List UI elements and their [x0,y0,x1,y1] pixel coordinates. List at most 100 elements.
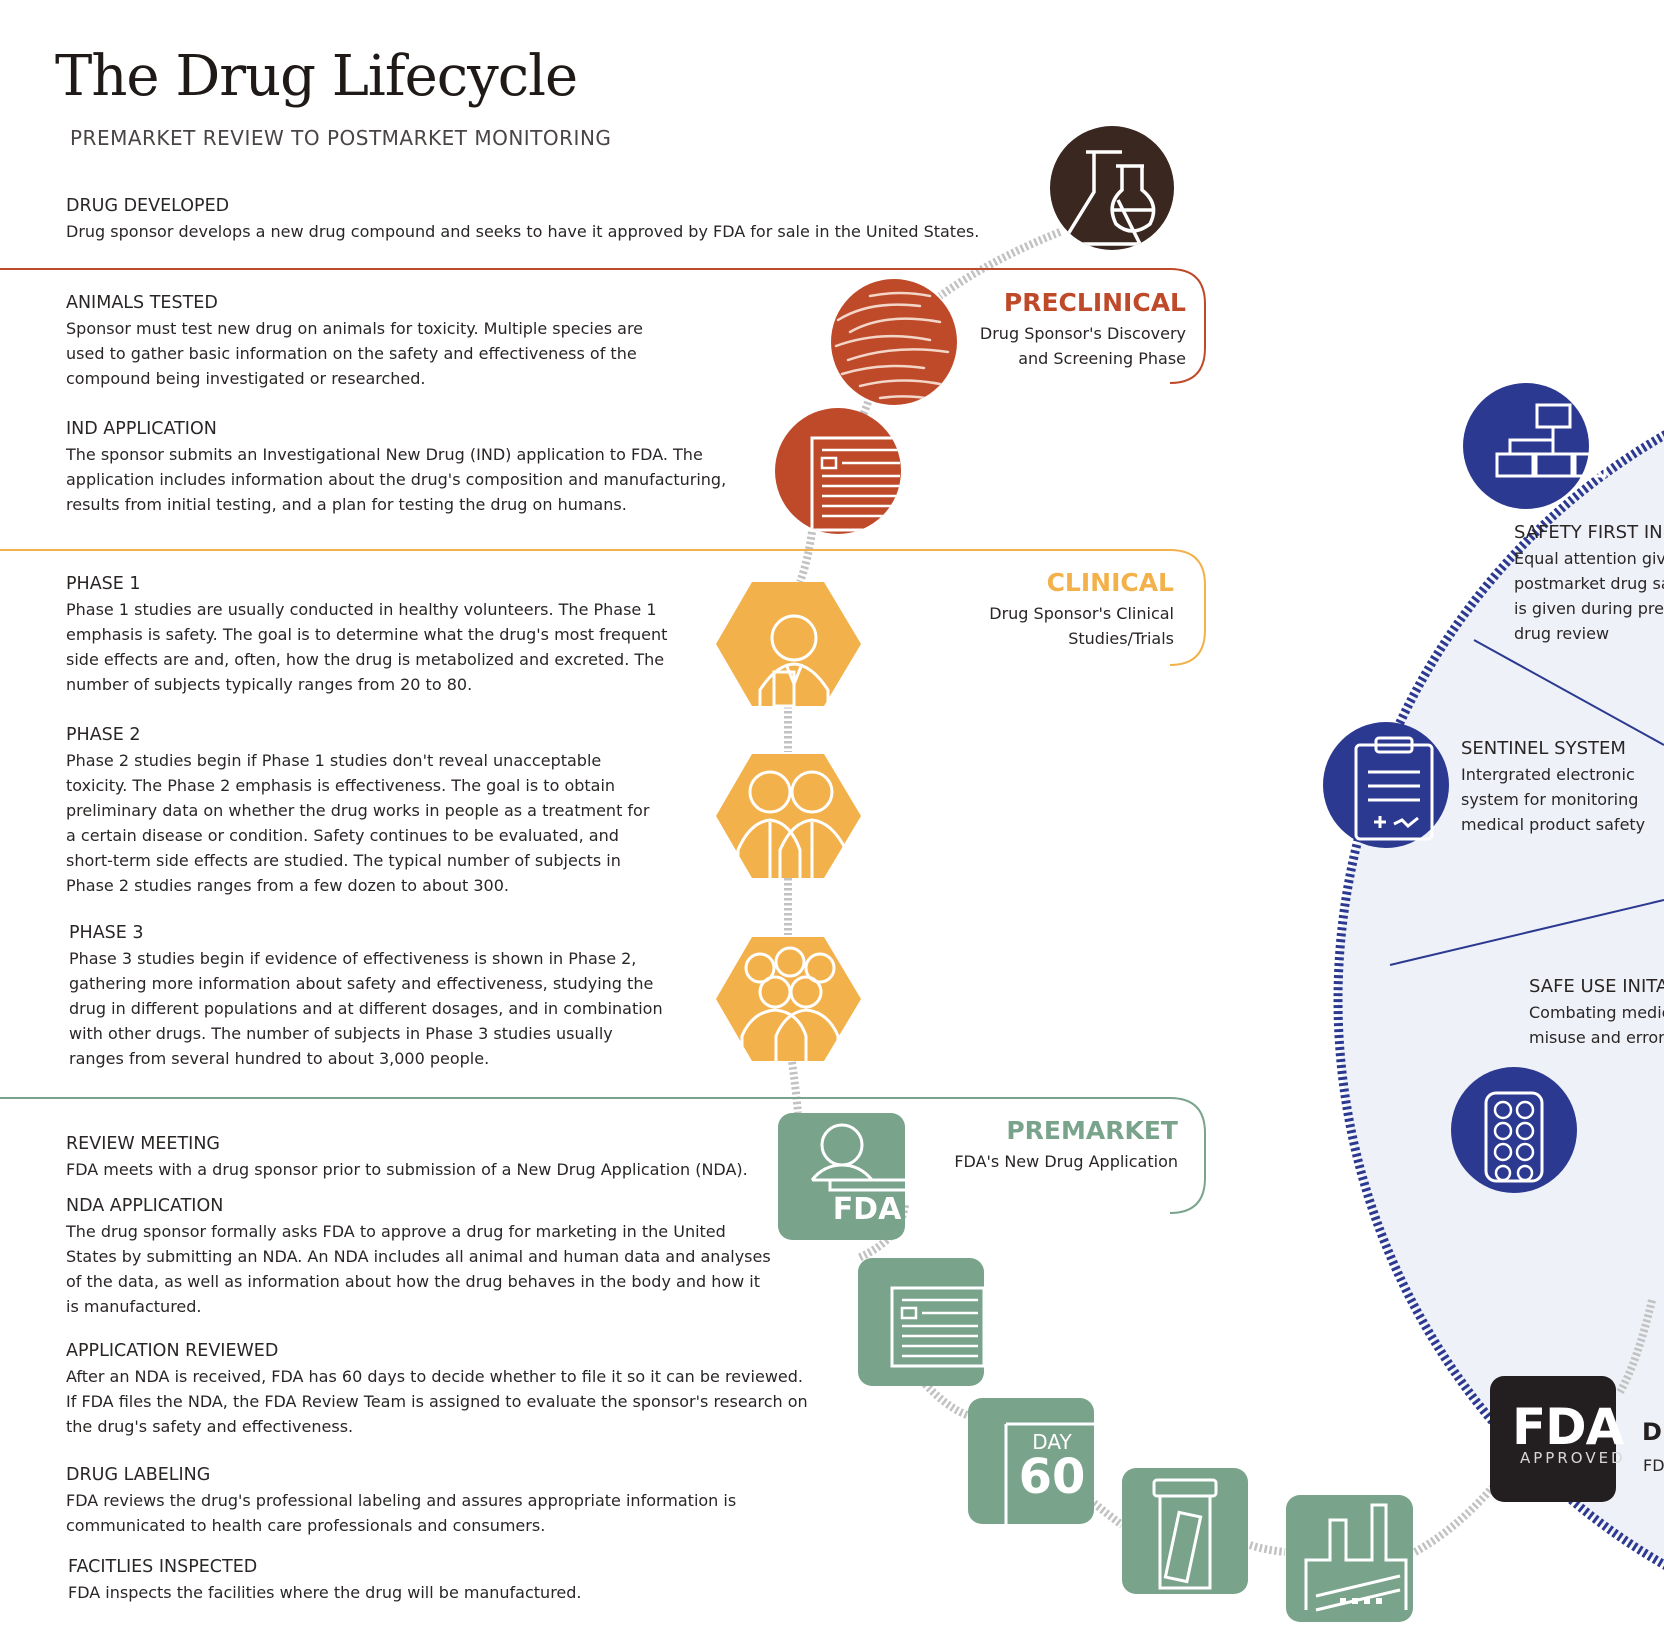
step-text-line: compound being investigated or researche… [66,369,426,388]
fda-approved-logo-text: FDA [1512,1398,1624,1456]
step-text-line: drug in different populations and at dif… [69,999,663,1018]
step-text-line: The drug sponsor formally asks FDA to ap… [66,1222,726,1241]
step-text-line: is manufactured. [66,1297,202,1316]
step-heading: ANIMALS TESTED [66,293,218,313]
fda-podium-label: FDA [832,1192,902,1227]
wheel-text-line: system for monitoring [1461,790,1639,809]
preclinical-title: PRECLINICAL [1003,288,1186,317]
step-ind-application: IND APPLICATION The sponsor submits an I… [66,419,726,517]
step-text-line: After an NDA is received, FDA has 60 day… [66,1367,803,1386]
wheel-text-line: medical product safety [1461,815,1646,834]
wheel-safe-use: SAFE USE INITA Combating medic misuse an… [1529,976,1664,1050]
step-heading: PHASE 2 [66,725,141,745]
step-heading: PHASE 1 [66,574,141,594]
step-review-meeting: REVIEW MEETING FDA meets with a drug spo… [66,1134,748,1182]
clinical-line2: Studies/Trials [1068,629,1174,648]
org-chart-icon [1463,383,1607,509]
step-heading: APPLICATION REVIEWED [66,1341,279,1361]
step-phase-2: PHASE 2 Phase 2 studies begin if Phase 1… [66,725,649,898]
fda-approved-badge [1490,1376,1616,1502]
step-text-line: toxicity. The Phase 2 emphasis is effect… [66,776,616,795]
step-text-line: States by submitting an NDA. An NDA incl… [66,1247,771,1266]
clinical-phase-label: CLINICAL Drug Sponsor's Clinical Studies… [989,568,1174,651]
preclinical-line1: Drug Sponsor's Discovery [979,324,1186,343]
wheel-text-line: Combating medic [1529,1003,1664,1022]
step-text-line: FDA reviews the drug's professional labe… [66,1491,737,1510]
step-heading: DRUG LABELING [66,1465,211,1485]
step-text-line: The sponsor submits an Investigational N… [66,445,703,464]
fda-approved-caption: APPROVED [1520,1449,1626,1467]
wheel-heading: SAFE USE INITA [1529,976,1664,997]
clinical-bracket [0,549,1206,666]
day-60-calendar-icon [968,1398,1094,1524]
clinical-line1: Drug Sponsor's Clinical [989,604,1174,623]
step-drug-labeling: DRUG LABELING FDA reviews the drug's pro… [66,1465,736,1538]
step-text-line: FDA meets with a drug sponsor prior to s… [66,1160,748,1179]
step-text-line: emphasis is safety. The goal is to deter… [66,625,668,644]
step-animals-tested: ANIMALS TESTED Sponsor must test new dru… [66,293,643,391]
step-text-line: Phase 1 studies are usually conducted in… [66,600,657,619]
drug-labeling-bottle-icon [1122,1468,1248,1594]
step-facilities-inspected: FACITLIES INSPECTED FDA inspects the fac… [68,1557,582,1605]
wheel-text-line: is given during pre [1514,599,1664,618]
preclinical-bracket [0,268,1206,384]
step-text-line: of the data, as well as information abou… [66,1272,761,1291]
premarket-bracket [0,1097,1206,1214]
step-text-line: results from initial testing, and a plan… [66,495,627,514]
step-application-reviewed: APPLICATION REVIEWED After an NDA is rec… [66,1341,808,1439]
step-text-line: with other drugs. The number of subjects… [69,1024,613,1043]
premarket-phase-label: PREMARKET FDA's New Drug Application [954,1116,1178,1174]
calendar-day-number: 60 [1018,1449,1086,1505]
step-text-line: gathering more information about safety … [69,974,654,993]
flask-icon [1050,126,1174,250]
calendar-day-label: DAY [1032,1430,1072,1454]
wheel-safety-first: SAFETY FIRST IN Equal attention giv post… [1514,522,1664,646]
phase2-people-icon [716,754,861,878]
step-text-line: Phase 3 studies begin if evidence of eff… [69,949,637,968]
phase3-crowd-icon [716,937,861,1061]
step-phase-3: PHASE 3 Phase 3 studies begin if evidenc… [69,923,663,1071]
step-text-line: preliminary data on whether the drug wor… [66,801,650,820]
step-heading: IND APPLICATION [66,419,217,439]
step-text-line: Phase 2 studies begin if Phase 1 studies… [66,751,602,770]
review-meeting-podium-icon [778,1113,905,1240]
pill-blister-icon [1451,1067,1577,1193]
phase1-person-icon [716,582,861,708]
wheel-heading: SENTINEL SYSTEM [1461,738,1626,759]
drug-approved-heading-fragment: DI [1642,1418,1664,1446]
step-heading: PHASE 3 [69,923,144,943]
step-drug-developed: DRUG DEVELOPED Drug sponsor develops a n… [66,196,979,244]
wheel-text-line: drug review [1514,624,1610,643]
wheel-text-line: postmarket drug sa [1514,574,1664,593]
page-title: The Drug Lifecycle [55,44,578,109]
step-text-line: Drug sponsor develops a new drug compoun… [66,222,980,241]
wheel-sentinel-system: SENTINEL SYSTEM Intergrated electronic s… [1461,738,1645,837]
step-text-line: Sponsor must test new drug on animals fo… [66,319,644,338]
wheel-text-line: Intergrated electronic [1461,765,1635,784]
ind-document-icon [775,408,901,534]
postmarket-wheel [1333,430,1664,1570]
wheel-text-line: Equal attention giv [1514,549,1664,568]
step-text-line: side effects are and, often, how the dru… [66,650,665,669]
animals-texture-icon [831,279,957,405]
clipboard-icon [1323,722,1449,848]
step-nda-application: NDA APPLICATION The drug sponsor formall… [66,1196,771,1319]
step-text-line: used to gather basic information on the … [66,344,637,363]
step-text-line: Phase 2 studies ranges from a few dozen … [66,876,509,895]
step-text-line: FDA inspects the facilities where the dr… [68,1583,582,1602]
wheel-divider [1389,899,1664,966]
step-text-line: communicated to health care professional… [66,1516,546,1535]
step-heading: DRUG DEVELOPED [66,196,230,216]
step-text-line: ranges from several hundred to about 3,0… [69,1049,490,1068]
step-text-line: application includes information about t… [66,470,727,489]
wheel-text-line: misuse and error [1529,1028,1664,1047]
drug-approved-text-fragment: FD [1643,1456,1664,1475]
step-text-line: short-term side effects are studied. The… [66,851,621,870]
premarket-title: PREMARKET [1006,1116,1178,1145]
step-heading: NDA APPLICATION [66,1196,224,1216]
preclinical-line2: and Screening Phase [1018,349,1186,368]
step-text-line: a certain disease or condition. Safety c… [66,826,619,845]
nda-document-icon [858,1258,986,1386]
wheel-heading: SAFETY FIRST IN [1514,522,1663,543]
